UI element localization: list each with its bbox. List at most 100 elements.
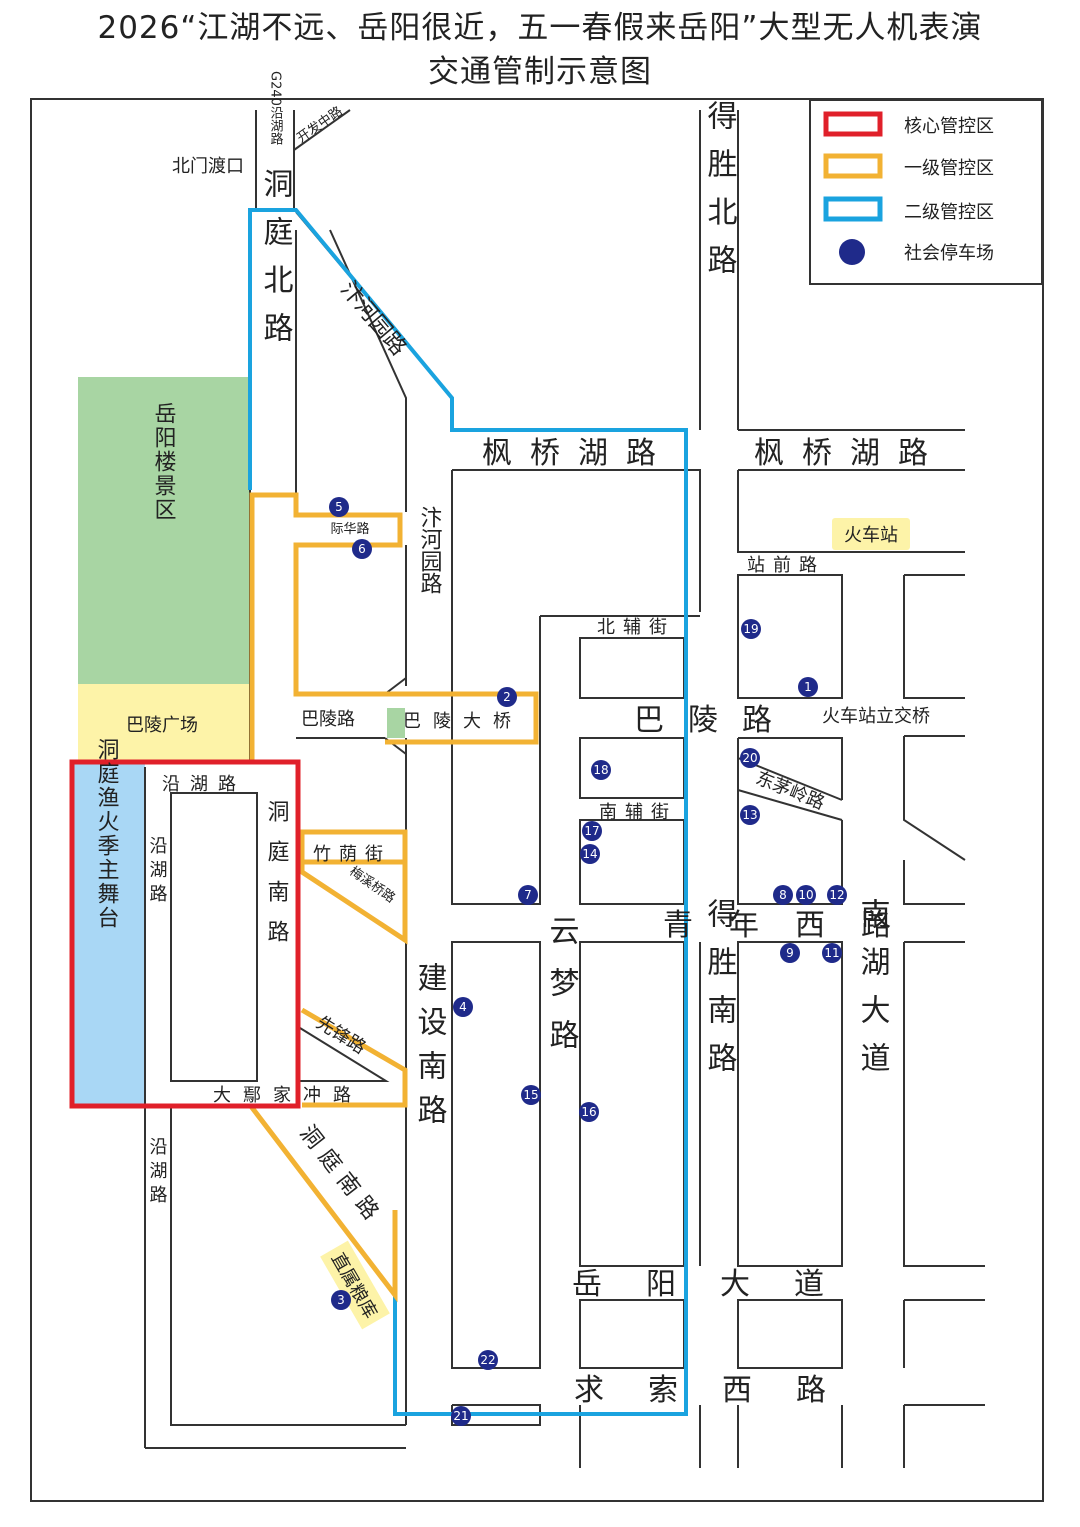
- parking-number: 11: [824, 946, 839, 960]
- parking-lot-6[interactable]: 6: [352, 539, 372, 559]
- parking-icon: [329, 497, 349, 517]
- core-boundary[interactable]: [69, 759, 301, 1109]
- yanhu-side-label-1: 沿湖路: [147, 836, 168, 908]
- bianhe-label-2: 汴河园路: [417, 506, 443, 594]
- parking-number: 18: [593, 763, 608, 777]
- parking-lot-11[interactable]: 11: [822, 943, 842, 963]
- title-line-1: 2026“江湖不远、岳阳很近，五一春假来岳阳”大型无人机表演: [97, 10, 983, 46]
- beimen-dukou-label: 北门渡口: [172, 156, 244, 177]
- dongmaoling-label: 东茅岭路: [753, 768, 828, 814]
- parking-icon: [582, 821, 602, 841]
- parking-number: 6: [358, 542, 366, 556]
- title-line-2: 交通管制示意图: [428, 54, 652, 90]
- desheng-nan-label: 得胜南路: [702, 898, 738, 1090]
- legend-core-swatch: [823, 111, 883, 137]
- legend-level2-label: 二级管控区: [904, 202, 994, 223]
- kaifa-zhong-label: 开发中路: [294, 103, 346, 146]
- parking-number: 7: [524, 888, 532, 902]
- legend-level1-label: 一级管控区: [904, 158, 994, 179]
- yanhu-top-label: 沿湖路: [162, 774, 246, 795]
- parking-icon: [331, 1290, 351, 1310]
- parking-number: 3: [337, 1293, 345, 1307]
- jianshe-nan-label: 建设南路: [412, 962, 447, 1138]
- legend-level1-swatch: [823, 153, 883, 179]
- parking-number: 2: [503, 690, 511, 704]
- parking-icon: [352, 539, 372, 559]
- parking-icon: [822, 943, 842, 963]
- parking-lot-13[interactable]: 13: [740, 805, 760, 825]
- parking-lot-5[interactable]: 5: [329, 497, 349, 517]
- qiusuo-xi-label: 求索西路: [574, 1373, 870, 1408]
- parking-number: 20: [742, 751, 757, 765]
- parking-lot-10[interactable]: 10: [796, 885, 816, 905]
- parking-lot-8[interactable]: 8: [773, 885, 793, 905]
- station-label[interactable]: 火车站: [844, 525, 898, 546]
- station-bridge-label: 火车站立交桥: [822, 706, 930, 727]
- baling-bridge-label: 巴陵大桥: [403, 711, 523, 732]
- baling-lu-west-label: 巴陵路: [301, 709, 355, 730]
- map-frame: [30, 98, 1044, 1502]
- fengqiao-label-1: 枫桥湖路: [482, 436, 674, 471]
- zhanqian-label: 站前路: [747, 555, 825, 576]
- parking-icon: [580, 844, 600, 864]
- bridge-green-patch: [387, 708, 405, 738]
- legend-parking-label: 社会停车场: [904, 243, 994, 264]
- stage-area[interactable]: [73, 764, 145, 1104]
- legend: 核心管控区 一级管控区 二级管控区 社会停车场: [809, 99, 1043, 285]
- level2-boundary[interactable]: [248, 208, 688, 1416]
- parking-number: 19: [743, 622, 758, 636]
- parking-lot-4[interactable]: 4: [453, 997, 473, 1017]
- parking-lot-17[interactable]: 17: [582, 821, 602, 841]
- parking-lot-18[interactable]: 18: [591, 760, 611, 780]
- legend-parking-icon: [839, 239, 865, 265]
- parking-icon: [741, 619, 761, 639]
- parking-lot-15[interactable]: 15: [521, 1085, 541, 1105]
- parking-icon: [518, 885, 538, 905]
- parking-icon: [773, 885, 793, 905]
- g240-label: G240沿湖路: [268, 71, 284, 145]
- parking-number: 4: [459, 1000, 467, 1014]
- parking-number: 10: [798, 888, 813, 902]
- nanhu-label: 南湖大道: [855, 898, 890, 1090]
- qingnian-xi-label: 青年西路: [663, 908, 927, 943]
- beifu-label: 北辅街: [597, 617, 675, 638]
- parking-lot-1[interactable]: 1: [798, 677, 818, 697]
- parking-lot-22[interactable]: 22: [478, 1350, 498, 1370]
- legend-level2-swatch: [823, 196, 883, 222]
- dongting-nan-label: 洞庭南路: [264, 800, 290, 960]
- desheng-bei-label: 得胜北路: [702, 100, 738, 292]
- parking-lot-12[interactable]: 12: [827, 885, 847, 905]
- parking-icon: [798, 677, 818, 697]
- level1-boundary[interactable]: [248, 492, 539, 1303]
- parking-lot-2[interactable]: 2: [497, 687, 517, 707]
- parking-number: 21: [453, 1409, 468, 1423]
- parking-icon: [827, 885, 847, 905]
- parking-lot-14[interactable]: 14: [580, 844, 600, 864]
- parking-lot-16[interactable]: 16: [579, 1102, 599, 1122]
- parking-number: 1: [804, 680, 812, 694]
- parking-lot-9[interactable]: 9: [780, 943, 800, 963]
- zhishu-label-group[interactable]: 直属粮库: [320, 1240, 390, 1330]
- parking-icon: [740, 748, 760, 768]
- dongting-bei-label: 洞庭北路: [258, 168, 293, 360]
- parking-lot-20[interactable]: 20: [740, 748, 760, 768]
- parking-icon: [521, 1085, 541, 1105]
- map-title: 2026“江湖不远、岳阳很近，五一春假来岳阳”大型无人机表演 交通管制示意图: [0, 6, 1080, 94]
- yueyanglou-area[interactable]: [78, 377, 250, 684]
- legend-core-label: 核心管控区: [904, 116, 994, 137]
- station-badge-bg: [832, 518, 910, 550]
- parking-lot-21[interactable]: 21: [451, 1406, 471, 1426]
- parking-number: 14: [582, 847, 597, 861]
- dongting-nan-diag-label: 洞庭南路: [294, 1121, 388, 1231]
- nanfu-label: 南辅街: [599, 802, 677, 823]
- parking-number: 22: [480, 1353, 495, 1367]
- baling-square-area[interactable]: [78, 684, 250, 762]
- parking-number: 12: [829, 888, 844, 902]
- parking-number: 5: [335, 500, 343, 514]
- meixi-label: 梅溪桥路: [346, 863, 398, 906]
- parking-lot-7[interactable]: 7: [518, 885, 538, 905]
- parking-icon: [780, 943, 800, 963]
- parking-lot-19[interactable]: 19: [741, 619, 761, 639]
- parking-lot-3[interactable]: 3: [331, 1290, 351, 1310]
